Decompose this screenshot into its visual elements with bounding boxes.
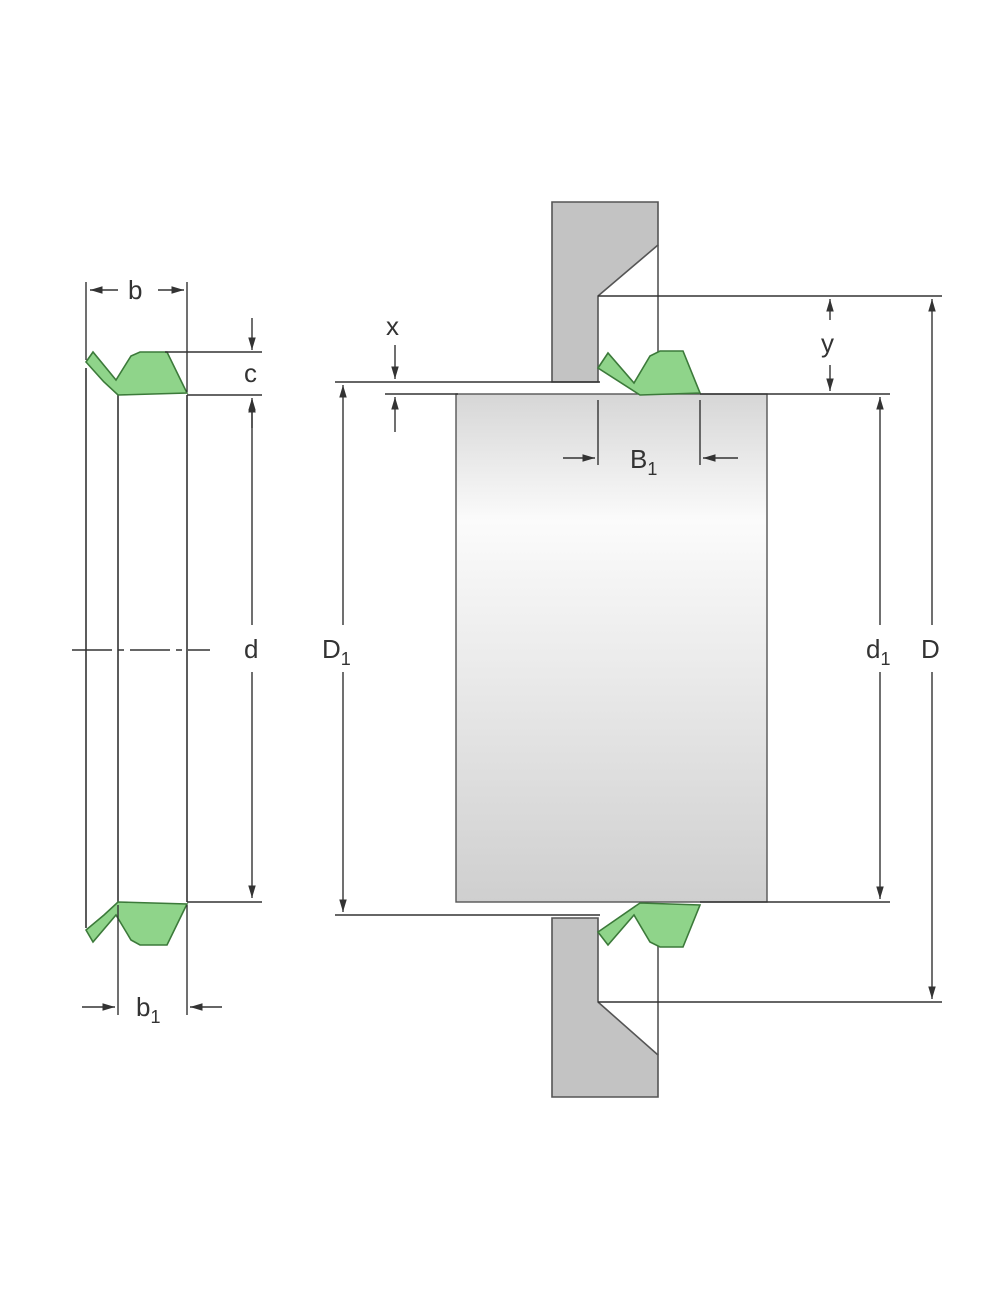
label-D1: D1 (322, 634, 351, 669)
dim-b (85, 282, 188, 392)
label-D: D (921, 634, 940, 664)
housing-upper (551, 201, 659, 383)
label-b1: b1 (136, 992, 160, 1027)
label-b: b (128, 275, 142, 305)
dim-b1 (82, 905, 222, 1015)
label-d1: d1 (866, 634, 890, 669)
seal-section-view (72, 368, 210, 928)
dim-d (187, 400, 262, 903)
housing-lower (551, 917, 659, 1098)
label-B1: B1 (630, 444, 657, 479)
seal-profile-bottom-left (84, 901, 189, 946)
label-c: c (244, 358, 257, 388)
dim-lines-right (335, 295, 942, 1003)
label-d: d (244, 634, 258, 664)
seal-profile-top-installed (596, 350, 702, 396)
seal-profile-top-left (84, 350, 189, 396)
label-x: x (386, 311, 399, 341)
seal-profile-bottom-installed (596, 902, 702, 948)
shaft (455, 393, 768, 903)
label-y: y (821, 328, 834, 358)
